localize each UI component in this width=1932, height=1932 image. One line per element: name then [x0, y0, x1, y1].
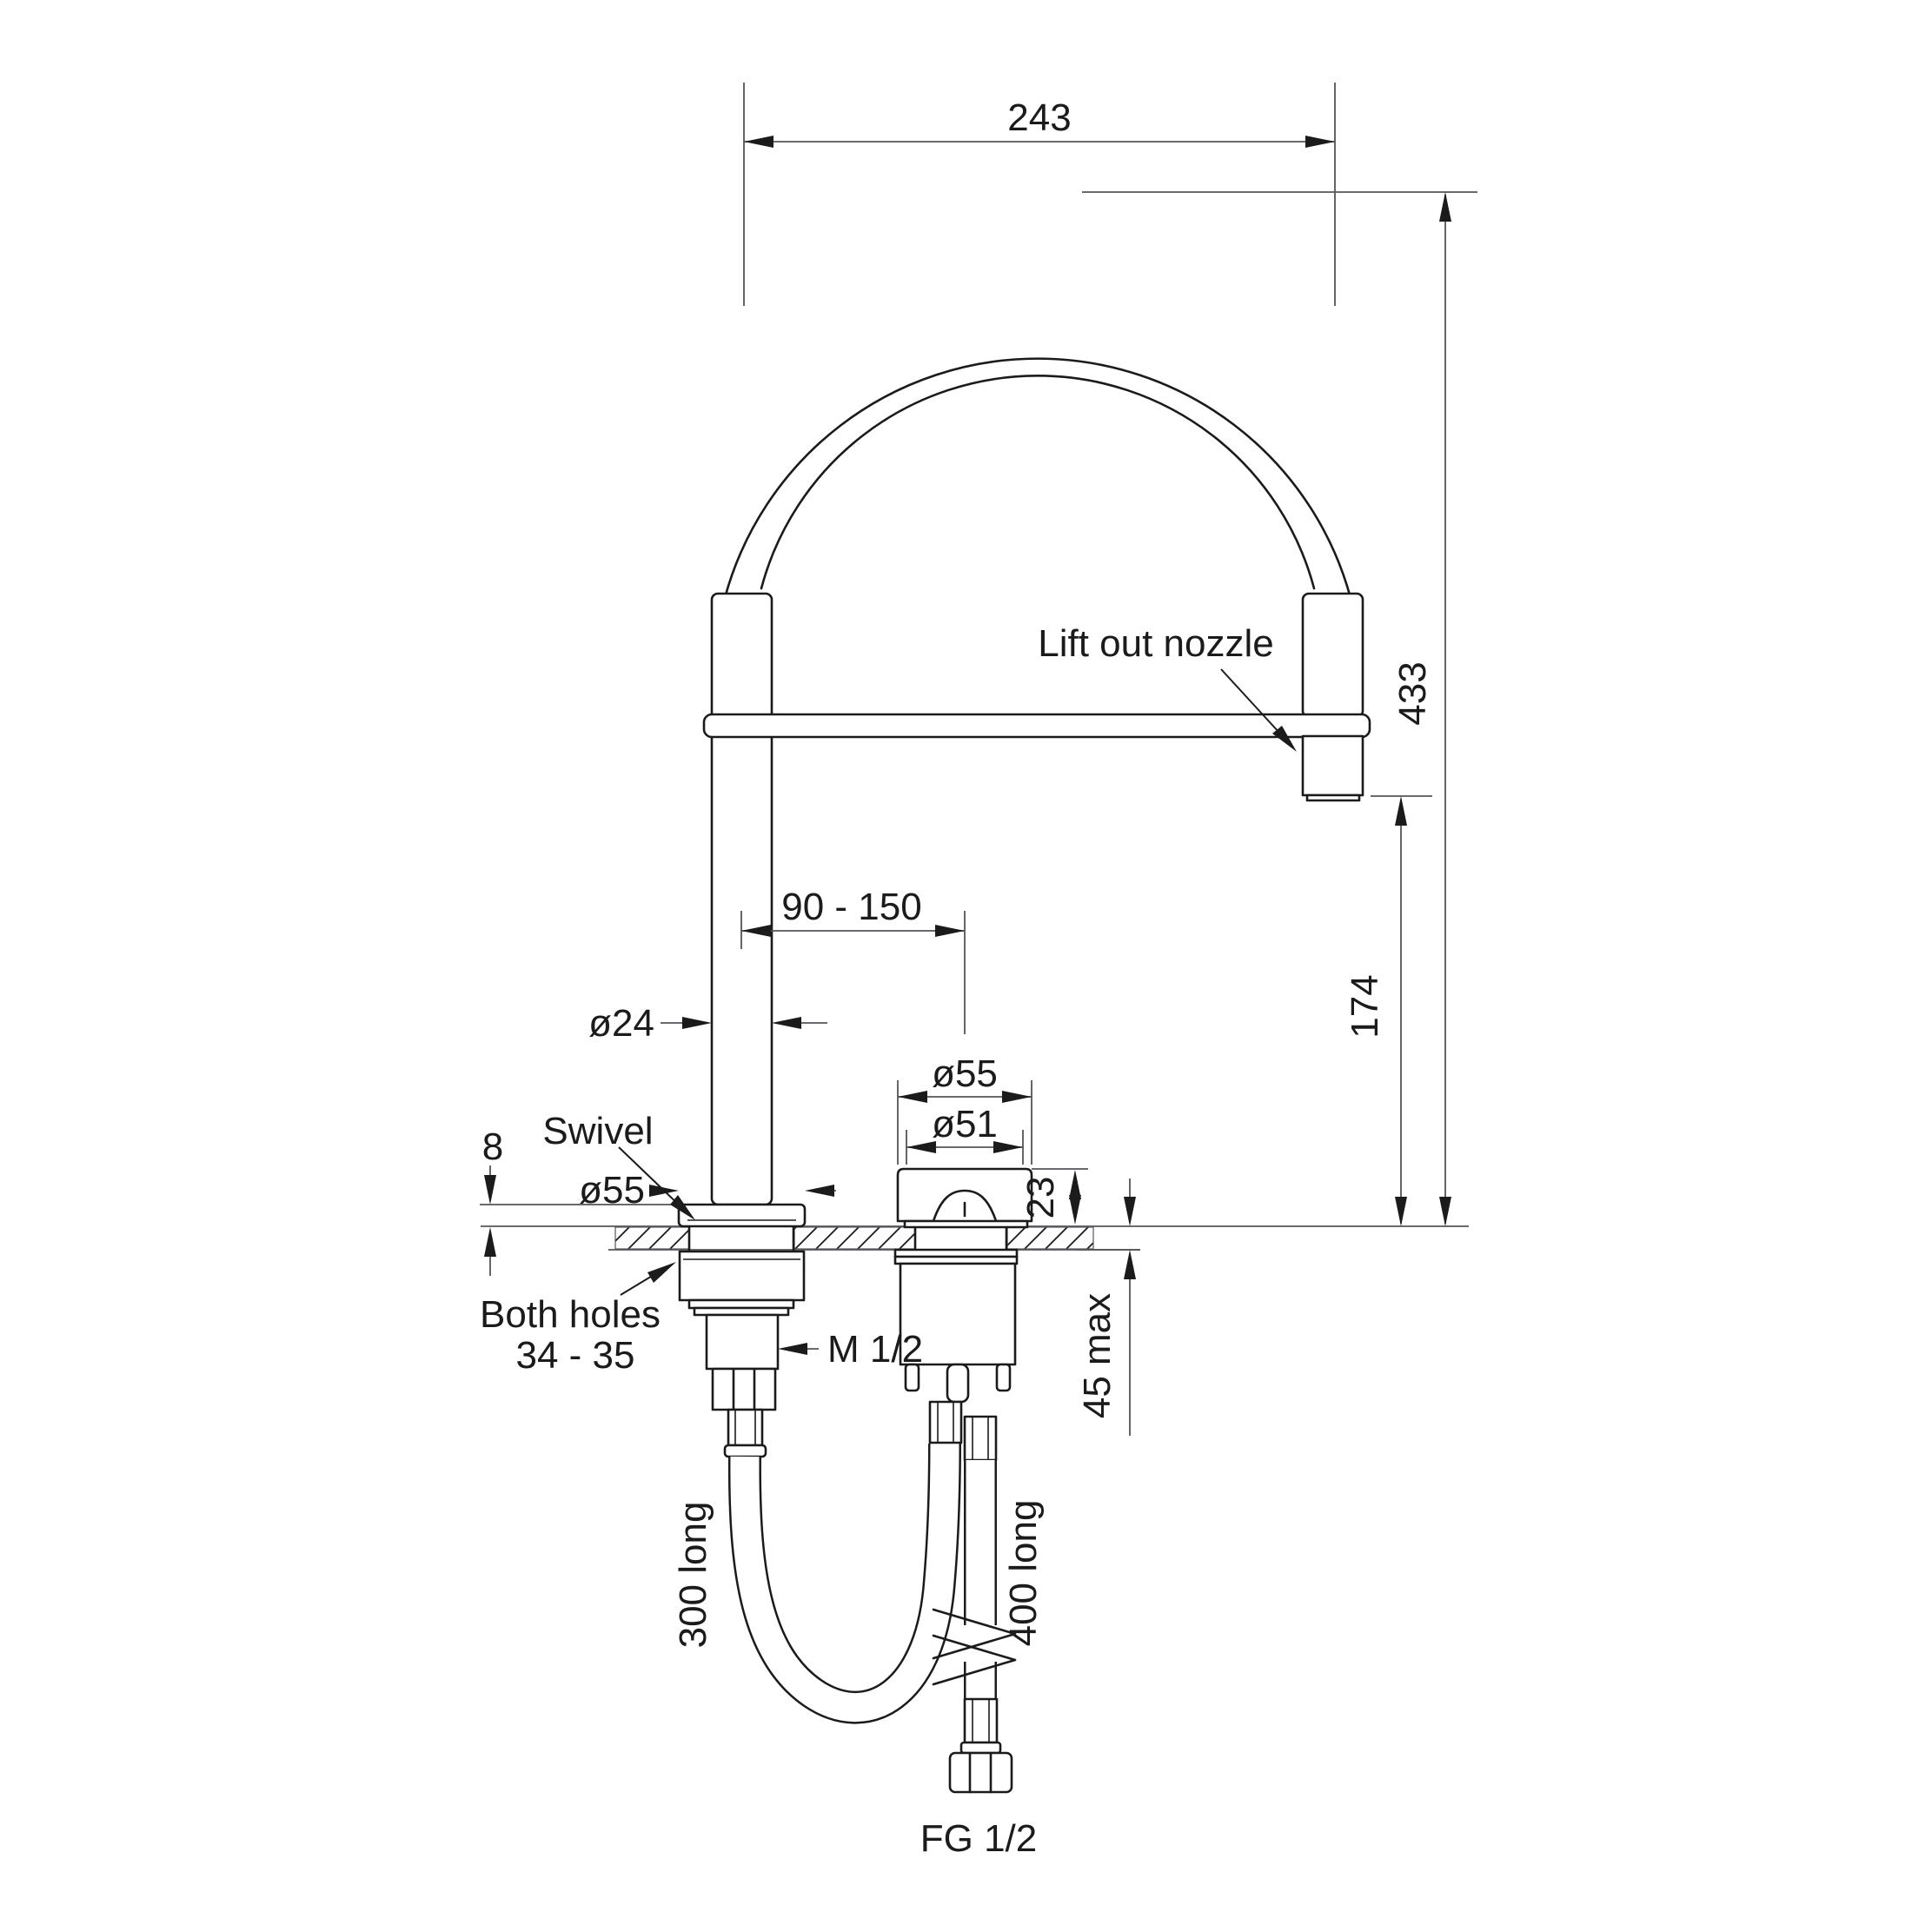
swivel-leader — [618, 1146, 684, 1210]
hose-flare-left — [723, 1444, 767, 1458]
deck-hatch-right — [1006, 1226, 1094, 1250]
spout-arc-inner — [760, 375, 1316, 590]
dimension-lines — [480, 83, 1477, 1436]
knob-base-ring — [903, 1219, 1029, 1229]
valve-body — [893, 1248, 1019, 1462]
spout-arc-outer — [723, 357, 1352, 600]
valve-port-right-threads — [972, 1417, 989, 1460]
break-symbol-upper — [932, 1608, 1017, 1660]
valve-tab-right — [995, 1363, 1012, 1392]
swivel-assembly — [678, 1250, 806, 1458]
dim-243-text: 243 — [1007, 96, 1071, 139]
nozzle-tip — [1305, 793, 1361, 802]
valve-tab-middle — [946, 1363, 970, 1404]
dim-90-150-text: 90 - 150 — [781, 886, 921, 928]
dim-o55-control-text: ø55 — [932, 1052, 998, 1095]
label-300-long: 300 long — [672, 1502, 714, 1649]
label-swivel: Swivel — [542, 1110, 653, 1152]
washer-ring-1 — [687, 1298, 795, 1310]
break-symbol-lower — [932, 1634, 1017, 1686]
valve-tab-left — [904, 1363, 920, 1392]
valve-port-right — [963, 1415, 998, 1462]
label-lift-out-nozzle: Lift out nozzle — [1038, 622, 1274, 665]
dim-174-text: 174 — [1344, 974, 1386, 1038]
dim-433-lines — [1082, 191, 1477, 1224]
base-flange — [677, 1203, 807, 1228]
dim-23-text: 23 — [1019, 1177, 1062, 1219]
supply-fitting — [963, 1697, 999, 1744]
dim-243-lines — [743, 83, 1336, 306]
supply-hex-facets — [968, 1751, 993, 1794]
knob-body — [896, 1167, 1033, 1223]
hose-nut-left-facets — [732, 1367, 756, 1411]
nozzle-collar — [1301, 592, 1364, 719]
hose-fitting-left — [727, 1408, 764, 1447]
label-fg12: FG 1/2 — [920, 1817, 1038, 1860]
faucet-body — [677, 357, 1371, 1794]
riser-pipe — [710, 592, 773, 1206]
valve-shank — [913, 1225, 1008, 1251]
hose-300 — [727, 1443, 961, 1724]
deck-hatch-middle — [793, 1226, 916, 1250]
counter-deck — [481, 1225, 1469, 1251]
nozzle-body — [1301, 734, 1364, 797]
label-both-holes-line1: Both holes — [480, 1293, 661, 1336]
deck-hatch-left — [614, 1226, 690, 1250]
label-both-holes-line2: 34 - 35 — [516, 1334, 635, 1377]
label-400-long: 400 long — [1002, 1500, 1045, 1647]
dim-o55-base-text: ø55 — [579, 1169, 645, 1212]
dim-45max-text: 45 max — [1076, 1293, 1119, 1418]
leader-lines — [618, 668, 1297, 1296]
annotations: 243 433 174 90 - 150 ø24 ø55 8 ø55 ø51 2… — [480, 96, 1434, 1860]
label-m12: M 1/2 — [827, 1328, 923, 1371]
nozzle-leader — [1220, 668, 1280, 734]
threaded-tail — [705, 1313, 780, 1371]
supply-fitting-threads — [972, 1699, 990, 1743]
dim-174-lines — [1371, 795, 1432, 1224]
hose-400 — [932, 1460, 1017, 1699]
hose-nut-left — [711, 1367, 777, 1411]
dim-90-150-lines — [740, 911, 966, 1034]
dim-o24-text: ø24 — [588, 1002, 654, 1045]
dim-433-text: 433 — [1391, 661, 1434, 725]
dim-o51-text: ø51 — [932, 1103, 998, 1145]
valve-port-left-threads — [937, 1402, 954, 1443]
riser-shank — [687, 1225, 795, 1251]
dim-8-text: 8 — [482, 1125, 503, 1168]
support-bar — [702, 713, 1371, 739]
hose-fitting-left-threads — [734, 1410, 756, 1445]
supply-flare — [959, 1741, 1002, 1755]
valve-port-left — [928, 1400, 963, 1444]
supply-connector — [948, 1697, 1013, 1794]
supply-hex-nut — [948, 1751, 1013, 1794]
control-knob — [896, 1167, 1033, 1229]
